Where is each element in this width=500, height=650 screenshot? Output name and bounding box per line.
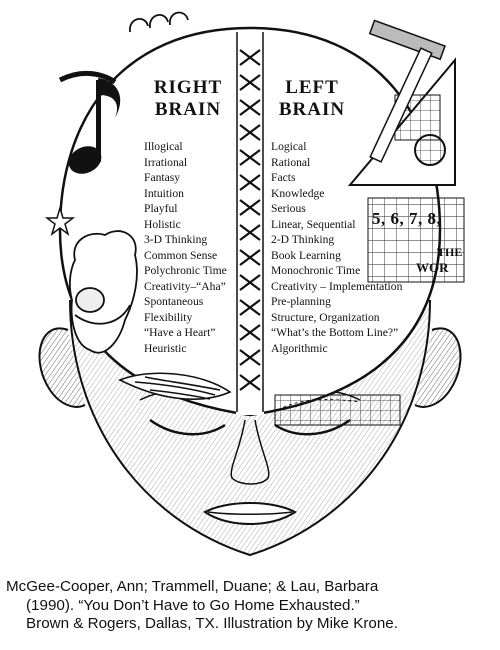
left-trait: 2-D Thinking bbox=[271, 233, 335, 246]
brain-notebook bbox=[58, 26, 442, 417]
left-trait: Pre-planning bbox=[271, 295, 331, 308]
right-trait: Fantasy bbox=[144, 171, 181, 184]
right-trait: Creativity–“Aha” bbox=[144, 279, 226, 293]
right-trait: Intuition bbox=[144, 186, 184, 200]
left-trait: Serious bbox=[271, 202, 306, 215]
left-trait: Structure, Organization bbox=[271, 310, 380, 324]
hand-icon bbox=[68, 230, 138, 354]
right-trait: Common Sense bbox=[144, 248, 218, 262]
left-heading-line2: BRAIN bbox=[278, 99, 346, 120]
right-trait: Irrational bbox=[144, 155, 188, 169]
left-trait: Algorithmic bbox=[271, 341, 328, 355]
left-trait: “What’s the Bottom Line?” bbox=[271, 326, 399, 339]
wing-icon bbox=[118, 372, 232, 400]
left-trait: Creativity – Implementation bbox=[271, 279, 403, 293]
right-trait: 3-D Thinking bbox=[144, 233, 208, 246]
right-trait: Flexibility bbox=[144, 310, 193, 324]
left-trait: Linear, Sequential bbox=[271, 217, 356, 231]
right-trait: “Have a Heart” bbox=[144, 326, 216, 339]
graph-paper bbox=[367, 197, 465, 283]
citation-line2: (1990). “You Don’t Have to Go Home Exhau… bbox=[26, 596, 360, 614]
right-heading-line1: RIGHT bbox=[153, 77, 223, 98]
spiral-rings bbox=[129, 11, 189, 33]
right-trait: Illogical bbox=[144, 140, 183, 153]
right-trait: Heuristic bbox=[144, 341, 187, 355]
left-trait: Rational bbox=[271, 155, 311, 169]
right-trait: Playful bbox=[144, 202, 178, 215]
brain-illustration bbox=[38, 11, 465, 557]
t-square-icon bbox=[368, 19, 446, 163]
right-trait: Holistic bbox=[144, 217, 181, 231]
star-icon bbox=[44, 205, 76, 236]
citation: McGee-Cooper, Ann; Trammell, Duane; & La… bbox=[6, 578, 496, 634]
partial-word-line1: THE bbox=[437, 245, 463, 259]
right-heading-line2: BRAIN bbox=[154, 99, 222, 120]
left-trait: Knowledge bbox=[271, 186, 325, 200]
citation-line3: Brown & Rogers, Dallas, TX. Illustration… bbox=[26, 615, 398, 632]
citation-line1: McGee-Cooper, Ann; Trammell, Duane; & La… bbox=[6, 578, 379, 595]
numbers-sequence: 5, 6, 7, 8, bbox=[372, 209, 442, 228]
left-trait: Book Learning bbox=[271, 248, 341, 262]
stitch-binding bbox=[239, 49, 261, 391]
right-trait: Polychronic Time bbox=[144, 264, 227, 277]
right-trait: Spontaneous bbox=[144, 295, 204, 308]
left-trait: Facts bbox=[271, 171, 296, 184]
left-brain-heading: LEFT BRAIN bbox=[268, 77, 356, 121]
right-brain-heading: RIGHT BRAIN bbox=[144, 77, 232, 121]
partial-word-line2: WOR bbox=[416, 260, 449, 275]
left-trait: Logical bbox=[271, 140, 307, 153]
left-heading-line1: LEFT bbox=[285, 77, 339, 98]
music-note-icon bbox=[58, 71, 121, 174]
left-trait: Monochronic Time bbox=[271, 264, 361, 277]
